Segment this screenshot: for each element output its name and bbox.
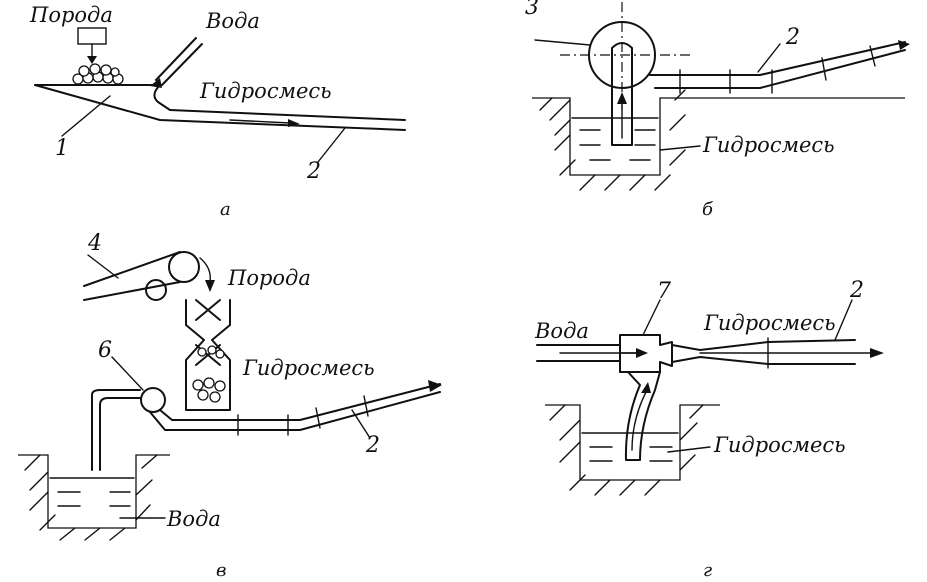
callout-7: 7 [657, 279, 671, 304]
leader-4 [87, 254, 119, 279]
panel-v: 4 Порода 6 Гидросмесь 2 Вода в [18, 231, 442, 581]
suction-pipe-v-outer [99, 397, 141, 471]
suction-leg-g [624, 371, 661, 461]
discharge-pipe-top [649, 41, 906, 76]
callout-2v: 2 [365, 433, 380, 458]
leader-2g [834, 299, 853, 341]
conveyor-drum [168, 251, 200, 283]
slurry-label-v: Гидросмесь [242, 356, 375, 380]
diffuser-bottom [671, 356, 856, 365]
leader-slurry-b [659, 145, 701, 151]
rock-label: Порода [29, 3, 113, 27]
discharge-pipe-bottom [654, 49, 906, 89]
panel-g: Вода 7 Гидросмесь 2 Гидросмесь г [534, 278, 884, 581]
callout-2: 2 [306, 159, 321, 184]
leader-2v [351, 409, 371, 439]
water-nozzle-upper [155, 37, 197, 81]
flow-arrow [229, 119, 291, 124]
callout-2b: 2 [785, 25, 800, 50]
leader-6 [111, 356, 144, 391]
callout-6: 6 [98, 338, 112, 363]
hatching-g [549, 404, 704, 496]
ground-g [545, 404, 720, 481]
hopper-outer [185, 299, 231, 411]
slurry-top-label-g: Гидросмесь [703, 311, 836, 335]
leader-slurry-g [667, 446, 711, 453]
rock-fall-arrow [199, 257, 211, 283]
panel-a: Порода Вода Гидросмесь 1 2 а [29, 3, 406, 220]
callout-2g: 2 [849, 278, 864, 303]
ejector-7 [619, 334, 673, 373]
water-jet-head [150, 78, 162, 88]
panel-b: 3 2 Гидросмесь б [525, 0, 910, 220]
slurry-label-b: Гидросмесь [702, 133, 835, 157]
flow-arrow-head [288, 119, 300, 127]
panel-caption-b: б [702, 199, 714, 220]
water-nozzle-lower [161, 43, 203, 86]
leader-1 [61, 95, 111, 137]
leader-3 [534, 39, 591, 46]
slurry-pipe-top [169, 109, 406, 121]
ground-b [532, 97, 905, 176]
callout-3: 3 [525, 0, 539, 20]
suction-pipe-v-inner [91, 389, 141, 471]
ground-v [18, 454, 170, 529]
slurry-label: Гидросмесь [199, 79, 332, 103]
water-label: Вода [205, 9, 260, 33]
rock-label-v: Порода [227, 266, 311, 290]
pipe-joints-b [679, 45, 876, 94]
chute-top [34, 84, 171, 111]
rock-bin [77, 27, 107, 45]
leader-7 [642, 299, 661, 336]
leader-2b [757, 43, 781, 73]
conveyor-roller [145, 279, 167, 301]
suction-arrow [617, 92, 627, 104]
suction-pipe [611, 42, 633, 146]
rock-pile [72, 63, 124, 85]
slurry-label-g: Гидросмесь [713, 433, 846, 457]
flow-arrow-head-b [898, 40, 910, 50]
panel-caption-v: в [216, 560, 226, 581]
diffuser-top [671, 339, 856, 351]
suction-arrow-g [641, 382, 651, 393]
hatching-v [24, 454, 158, 541]
water-label-g: Вода [534, 319, 589, 343]
rock-in-hopper [192, 345, 226, 403]
pump-6 [140, 387, 166, 413]
rock-feed-arrow-head [87, 56, 97, 64]
pipe-v-bottom [149, 391, 441, 431]
pipe-v-top [159, 383, 441, 421]
conveyor-belt-top [83, 251, 181, 287]
panel-caption-g: г [703, 560, 712, 581]
pipe-joints-v [237, 395, 369, 436]
hatching-b [539, 89, 686, 191]
panel-caption-a: а [220, 199, 231, 220]
callout-4: 4 [87, 231, 102, 256]
leader-2 [317, 127, 346, 163]
water-label-v: Вода [166, 507, 221, 531]
chute-bottom [34, 84, 406, 131]
flow-arrow-head-v [428, 380, 442, 392]
callout-1: 1 [55, 136, 69, 161]
